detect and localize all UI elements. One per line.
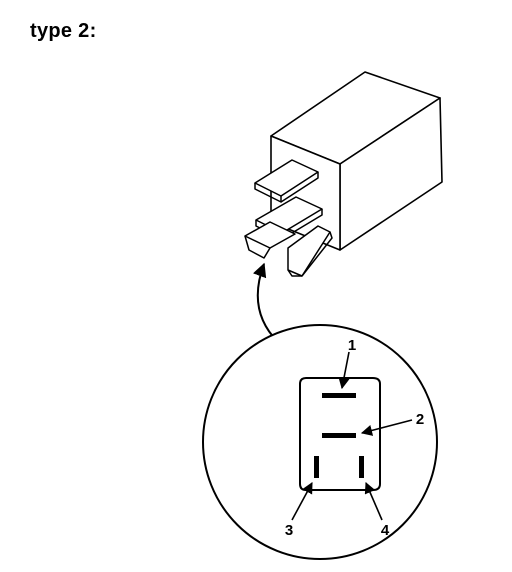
relay-terminals [244, 159, 333, 277]
terminal-blade-4 [287, 225, 331, 277]
pin-slot-4 [359, 456, 364, 478]
page-title: type 2: [30, 20, 97, 42]
leader-line-4 [364, 481, 383, 521]
pin-slot-2 [322, 433, 356, 438]
pin-slot-1 [322, 393, 356, 398]
leader-line-3 [291, 482, 313, 521]
magnified-view-circle [202, 324, 438, 560]
leader-line-1 [338, 351, 350, 390]
pin-label-2: 2 [416, 411, 424, 428]
pin-label-3: 3 [285, 522, 293, 539]
terminal-blade-3 [244, 221, 296, 249]
curved-arrow [253, 262, 279, 343]
leader-line-2 [360, 419, 413, 436]
pin-slot-3 [314, 456, 319, 478]
pin-label-4: 4 [381, 522, 390, 539]
pin-label-1: 1 [348, 337, 356, 354]
